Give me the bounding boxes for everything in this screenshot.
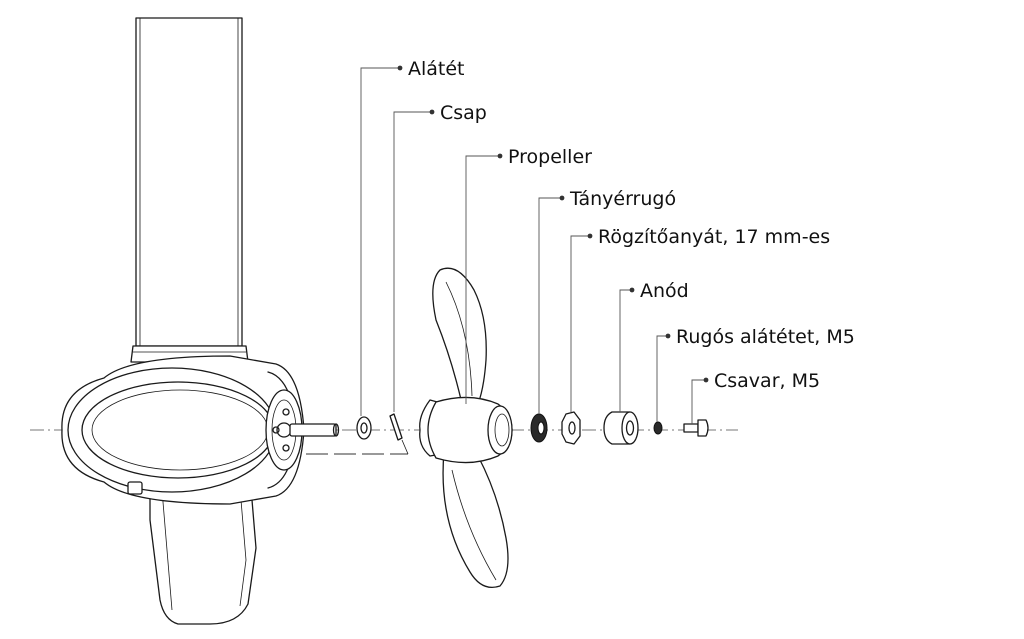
label-washer: Alátét xyxy=(408,58,465,80)
motor-unit xyxy=(61,17,305,625)
screw-part xyxy=(683,419,709,437)
leader-lines xyxy=(360,65,709,424)
lock-nut-part xyxy=(561,411,581,445)
washer-part xyxy=(356,416,372,440)
label-pin: Csap xyxy=(440,102,487,124)
label-propeller: Propeller xyxy=(508,146,592,168)
label-disc-spring: Tányérrugó xyxy=(569,188,676,210)
propeller-shaft xyxy=(289,423,409,455)
label-anode: Anód xyxy=(640,280,689,302)
label-screw: Csavar, M5 xyxy=(714,370,820,392)
anode-part xyxy=(603,411,639,445)
spring-washer-part xyxy=(653,421,663,435)
pin-part xyxy=(389,413,403,441)
disc-spring-part xyxy=(530,413,548,443)
propeller-part xyxy=(419,267,513,589)
label-spring-washer: Rugós alátétet, M5 xyxy=(676,326,855,348)
label-lock-nut: Rögzítőanyát, 17 mm-es xyxy=(598,226,830,248)
